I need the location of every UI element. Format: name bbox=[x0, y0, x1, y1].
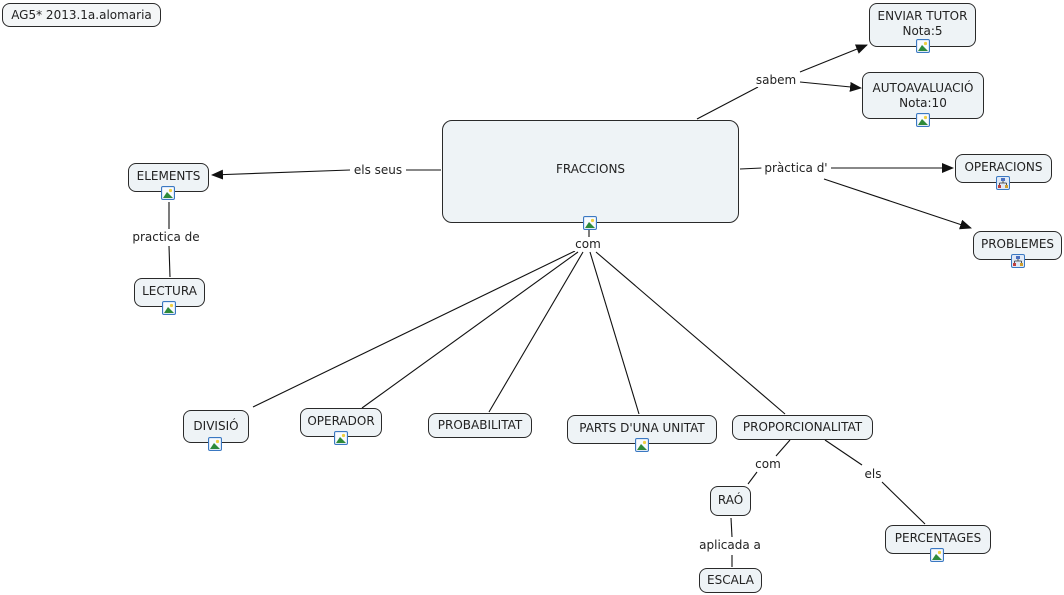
image-resource-icon[interactable] bbox=[635, 438, 649, 452]
concept-label: DIVISIÓ bbox=[193, 419, 239, 433]
map-title: AG5* 2013.1a.alomaria bbox=[11, 8, 152, 22]
link-com-proporcionalitat bbox=[595, 251, 786, 415]
concept-probabilitat[interactable]: PROBABILITAT bbox=[428, 413, 532, 438]
concept-proporcionalitat[interactable]: PROPORCIONALITAT bbox=[732, 415, 873, 440]
concept-label: PROBLEMES bbox=[980, 237, 1055, 251]
linking-phrase-practica-de[interactable]: practica de bbox=[129, 230, 203, 244]
link-rao-aplicada bbox=[730, 517, 733, 538]
concept-note: Nota:5 bbox=[902, 24, 943, 38]
linking-phrase-com[interactable]: com bbox=[572, 237, 604, 251]
image-resource-icon[interactable] bbox=[208, 437, 222, 451]
concept-label: PARTS D'UNA UNITAT bbox=[579, 421, 705, 435]
link-sabem-enviar bbox=[799, 44, 868, 73]
linking-phrase-aplicada-a[interactable]: aplicada a bbox=[696, 538, 764, 552]
link-practica-problemes bbox=[823, 178, 972, 230]
concept-label: ENVIAR TUTOR bbox=[877, 9, 968, 23]
concept-percentages[interactable]: PERCENTAGES bbox=[885, 525, 991, 554]
concept-label: RAÓ bbox=[717, 493, 744, 507]
link-com-probabilitat bbox=[488, 251, 584, 413]
image-resource-icon[interactable] bbox=[161, 186, 175, 200]
concept-label: PERCENTAGES bbox=[894, 531, 982, 545]
concept-label: ESCALA bbox=[707, 573, 754, 587]
concept-divisio[interactable]: DIVISIÓ bbox=[183, 410, 249, 443]
link-els-percentages bbox=[881, 481, 926, 525]
link-prop-els bbox=[824, 439, 863, 466]
linking-phrase-com-prop[interactable]: com bbox=[752, 457, 784, 471]
concept-label: FRACCIONS bbox=[555, 162, 626, 176]
concept-label: AUTOAVALUACIÓ bbox=[872, 81, 974, 95]
link-com-divisio bbox=[252, 250, 576, 408]
concept-problemes[interactable]: PROBLEMES bbox=[973, 231, 1062, 260]
concept-rao[interactable]: RAÓ bbox=[710, 486, 751, 516]
linking-phrase-els-seus[interactable]: els seus bbox=[350, 163, 406, 177]
concept-map-resource-icon[interactable] bbox=[996, 176, 1010, 190]
concept-label: ELEMENTS bbox=[136, 169, 201, 183]
concept-label: OPERADOR bbox=[307, 414, 375, 428]
image-resource-icon[interactable] bbox=[916, 39, 930, 53]
linking-phrase-sabem[interactable]: sabem bbox=[752, 73, 800, 87]
concept-label: OPERACIONS bbox=[964, 160, 1043, 174]
link-sabem-autoaval bbox=[799, 81, 862, 92]
concept-escala[interactable]: ESCALA bbox=[699, 568, 762, 593]
linking-phrase-practica-d[interactable]: pràctica d' bbox=[761, 161, 831, 175]
concept-lectura[interactable]: LECTURA bbox=[134, 278, 205, 307]
linking-phrase-els[interactable]: els bbox=[861, 467, 885, 481]
link-com-parts bbox=[589, 251, 640, 415]
link-com-rao bbox=[747, 471, 758, 485]
image-resource-icon[interactable] bbox=[930, 548, 944, 562]
concept-label: PROPORCIONALITAT bbox=[742, 420, 863, 434]
concept-fraccions[interactable]: FRACCIONS bbox=[442, 120, 739, 223]
map-title-box: AG5* 2013.1a.alomaria bbox=[2, 3, 161, 27]
link-fraccions-practica bbox=[739, 167, 763, 170]
concept-autoavaluacio[interactable]: AUTOAVALUACIÓ Nota:10 bbox=[862, 72, 984, 119]
concept-label: PROBABILITAT bbox=[437, 418, 523, 432]
image-resource-icon[interactable] bbox=[162, 301, 176, 315]
link-prop-com bbox=[775, 439, 791, 457]
link-com-operador bbox=[361, 251, 579, 409]
image-resource-icon[interactable] bbox=[916, 113, 930, 127]
link-fraccions-sabem bbox=[696, 86, 759, 120]
concept-note: Nota:10 bbox=[899, 96, 947, 110]
link-practicade-lectura bbox=[168, 245, 171, 278]
link-elsseus-elements bbox=[211, 169, 351, 180]
concept-label: LECTURA bbox=[142, 284, 197, 298]
image-resource-icon[interactable] bbox=[334, 431, 348, 445]
concept-map-resource-icon[interactable] bbox=[1011, 254, 1025, 268]
image-resource-icon[interactable] bbox=[583, 216, 597, 230]
